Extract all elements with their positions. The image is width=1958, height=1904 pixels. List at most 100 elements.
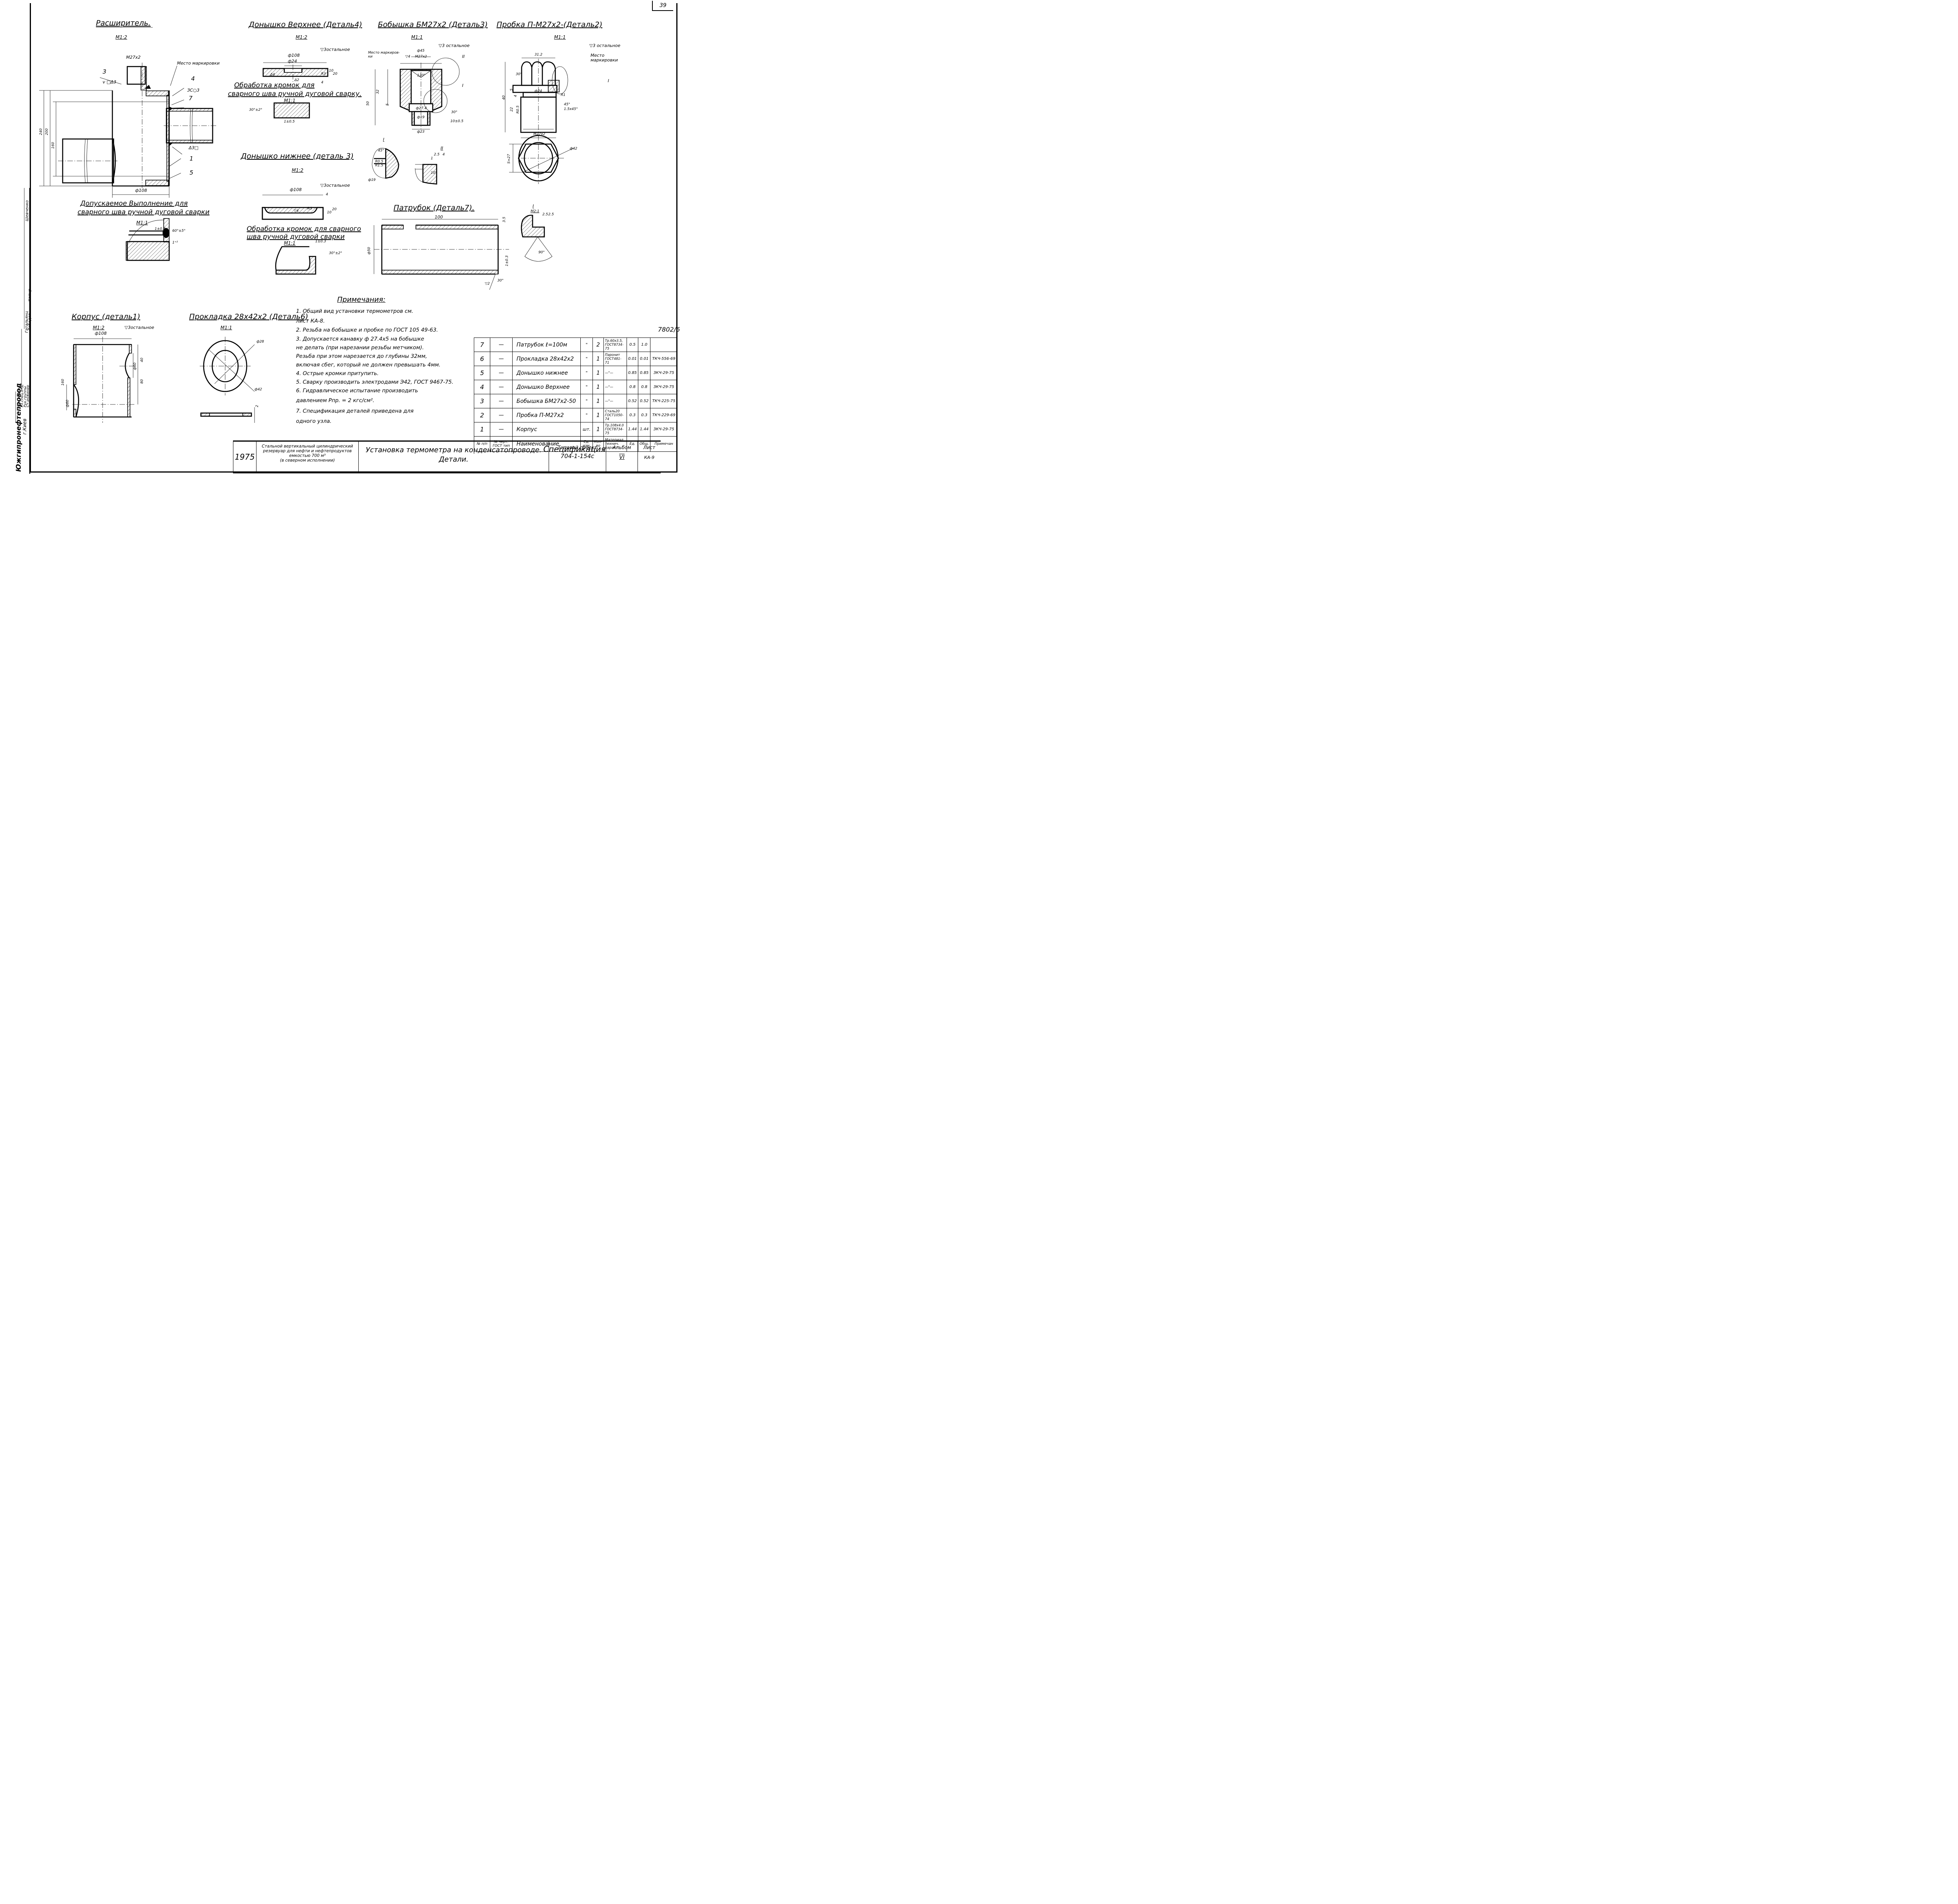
boss-detail-1-a45: 45° — [378, 149, 384, 153]
spec-cell-drawing: — — [490, 366, 513, 380]
spec-cell-material: —"— — [603, 394, 627, 408]
spec-cell-weight-unit: 0.85 — [626, 366, 639, 380]
callout-7: 7 — [189, 95, 193, 102]
title-project-description: Стальной вертикальный цилиндрический рез… — [256, 442, 359, 472]
spec-header-unit: Ед. изм. — [580, 436, 593, 452]
spec-cell-qty: 1 — [592, 394, 604, 408]
spec-cell-weight-total: 0.01 — [638, 352, 651, 366]
upper-bottom-view — [262, 62, 329, 119]
gasket-view — [200, 337, 255, 423]
nozzle-s2: ▽2 — [485, 282, 490, 286]
gasket-title: Прокладка 28х42х2 (Деталь6) — [189, 312, 308, 321]
weld-mark-2: ЗС○3 — [187, 88, 200, 93]
spec-cell-note: ТКЧ-225-75 — [650, 394, 678, 408]
spec-cell-no: 5 — [474, 366, 490, 380]
spec-header-note: Примечан — [650, 436, 678, 452]
spec-cell-weight-unit: 0.8 — [626, 380, 639, 394]
upper-bottom-r3: R3 — [321, 72, 326, 76]
boss-detail-2-w25: 2.5 — [434, 153, 440, 157]
spec-cell-material: Паронит ГОСТ481-71 — [603, 352, 627, 366]
body-roughness: ▽3остальное — [125, 325, 154, 330]
upper-bottom-s2: Δ2 — [294, 78, 299, 82]
nozzle-gap: 1±0.3 — [505, 255, 509, 266]
spec-cell-note: ТКЧ-229-69 — [650, 408, 678, 422]
body-view — [66, 337, 138, 423]
drawing-name-line1: Установка термометра на конденсатопровод… — [365, 446, 542, 454]
sheet-label: Лист — [643, 445, 656, 450]
note-line: 4. Острые кромки притупить. — [296, 370, 379, 377]
lower-bottom-scale: М1:2 — [292, 168, 303, 173]
plug-chamfer: 1.5х45° — [564, 107, 578, 111]
plug-h40: 40 — [502, 95, 506, 100]
edge-prep-2-title-2: шва ручной дуговой сварки — [247, 233, 345, 241]
plug-detail-ref: I — [608, 78, 609, 83]
nozzle-view — [374, 219, 509, 290]
boss-detail-2-w4: 4 — [443, 153, 445, 157]
note-line: 7. Спецификация деталей приведена для — [296, 408, 414, 414]
upper-bottom-title: Донышко Верхнее (Деталь4) — [249, 20, 362, 29]
boss-detail-2-title: II — [441, 146, 443, 151]
boss-scale: М1:1 — [411, 34, 423, 40]
boss-d23: ф23 — [417, 130, 425, 134]
spec-cell-unit: " — [580, 337, 593, 352]
weld-mark-3: Δ3□ — [189, 145, 199, 150]
edge-prep-2-scale: М1:1 — [284, 240, 296, 246]
side-stamp-lines — [15, 188, 31, 474]
lower-bottom-h10: 10 — [327, 211, 332, 215]
plug-d42: ф42 — [570, 147, 578, 151]
expander-view — [39, 27, 217, 198]
spec-cell-weight-unit: 0.3 — [626, 408, 639, 422]
spec-cell-note: ЗКЧ-29-75 — [650, 366, 678, 380]
title-year: 1975 — [233, 442, 256, 472]
upper-bottom-h20: 20 — [333, 72, 338, 76]
boss-detail-1-title: I — [383, 137, 385, 142]
spec-cell-name: Корпус — [512, 422, 581, 437]
boss-detail-ref-1: I — [462, 83, 464, 88]
title-sheet: Лист КА-9 — [638, 442, 661, 472]
lower-bottom-title: Донышко нижнее (деталь 3) — [241, 152, 354, 161]
boss-marking-place: Место маркиров- ки — [368, 51, 400, 59]
callout-5: 5 — [190, 169, 193, 176]
edge-prep-2-angle: 30°±2° — [329, 251, 342, 255]
project-line: емкостью 700 м³ — [289, 453, 326, 458]
spec-cell-weight-unit: 0.5 — [626, 337, 639, 352]
nozzle-d50: ф50 — [367, 247, 371, 254]
spec-cell-drawing: — — [490, 394, 513, 408]
plug-title: Пробка П-М27х2-(Деталь2) — [497, 20, 603, 29]
plug-h4: 4 — [514, 95, 518, 97]
gasket-scale: М1:1 — [220, 325, 232, 330]
spec-cell-note: ЗКЧ-29-75 — [650, 380, 678, 394]
spec-cell-unit: шт. — [580, 422, 593, 437]
notes-heading: Примечания: — [337, 296, 386, 304]
spec-cell-weight-total: 0.52 — [638, 394, 651, 408]
project-line: (в северном исполнении) — [280, 458, 335, 463]
note-line: 6. Гидравлическое испытание производить — [296, 388, 418, 394]
callout-3: 3 — [103, 68, 107, 75]
spec-cell-qty: 2 — [592, 337, 604, 352]
body-title: Корпус (деталь1) — [72, 312, 141, 321]
spec-cell-material: —"— — [603, 366, 627, 380]
body-h160: 160 — [61, 379, 65, 386]
boss-detail-2-w1: 1 — [431, 157, 433, 161]
nozzle-l100: 100 — [435, 215, 443, 220]
lower-bottom-view — [262, 195, 324, 275]
plug-detail-1-title: I — [533, 204, 534, 209]
lower-bottom-r5: R5 — [307, 207, 312, 211]
note-line: лист КА-8. — [296, 318, 325, 324]
edge-prep-1-scale: М1:1 — [284, 98, 296, 103]
plug-r1: R1 — [561, 93, 565, 97]
note-line: 1. Общий вид установки термометров см. — [296, 308, 414, 314]
spec-cell-material: Тр.60х3.5, ГОСТ8734-75 — [603, 337, 627, 352]
boss-a120: 120° — [417, 74, 426, 78]
boss-h5: 5 — [386, 103, 390, 106]
spec-header-name: Наименование — [512, 436, 581, 452]
expander-thread: М27х2 — [126, 55, 141, 60]
spec-cell-weight-total: 0.8 — [638, 380, 651, 394]
boss-thread: М27х2 — [415, 55, 427, 59]
boss-d274: ф27.4 — [416, 106, 427, 110]
weld-allowed-title-2: сварного шва ручной дуговой сварки — [78, 208, 210, 216]
